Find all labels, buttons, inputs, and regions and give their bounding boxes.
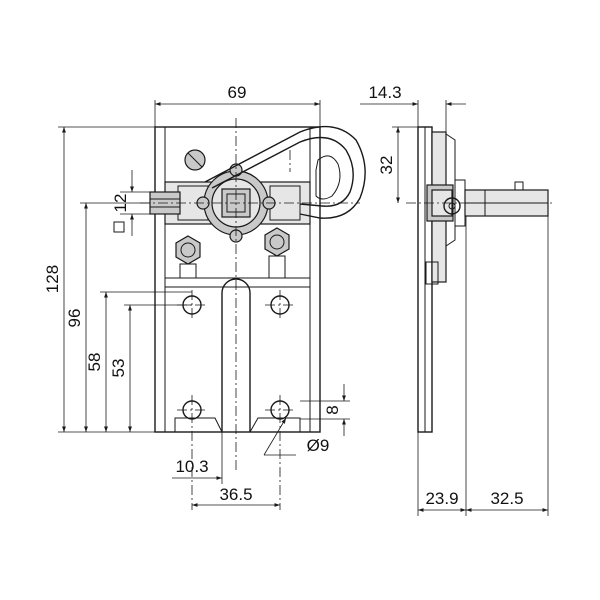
dim-height-53: 53	[109, 359, 128, 378]
dim-offset-10-3: 10.3	[175, 457, 208, 476]
dimension-labels: 69 14.3 128 96 58 53 12 32 8 Ø9 10.3 36.…	[43, 83, 524, 508]
dim-side-top: 14.3	[368, 83, 401, 102]
dim-width-top: 69	[228, 83, 247, 102]
dim-side-23-9: 23.9	[425, 489, 458, 508]
dim-slot-8: 8	[323, 405, 342, 414]
hex-nut-right	[264, 227, 290, 257]
dim-hole-spacing: 36.5	[219, 485, 252, 504]
dim-height-12: 12	[111, 194, 130, 213]
dim-height-96: 96	[65, 309, 84, 328]
dimension-lines	[58, 100, 549, 516]
front-view	[140, 118, 366, 510]
dim-height-58: 58	[85, 353, 104, 372]
dim-hole-dia: Ø9	[307, 436, 330, 455]
dim-height-total: 128	[43, 265, 62, 293]
hex-nut-left	[175, 235, 201, 265]
crank-hook	[204, 125, 366, 219]
dim-side-32: 32	[377, 156, 396, 175]
mounting-plate	[154, 126, 321, 433]
dim-side-32-5: 32.5	[490, 489, 523, 508]
vertical-slot	[221, 278, 251, 432]
side-view	[406, 126, 552, 433]
